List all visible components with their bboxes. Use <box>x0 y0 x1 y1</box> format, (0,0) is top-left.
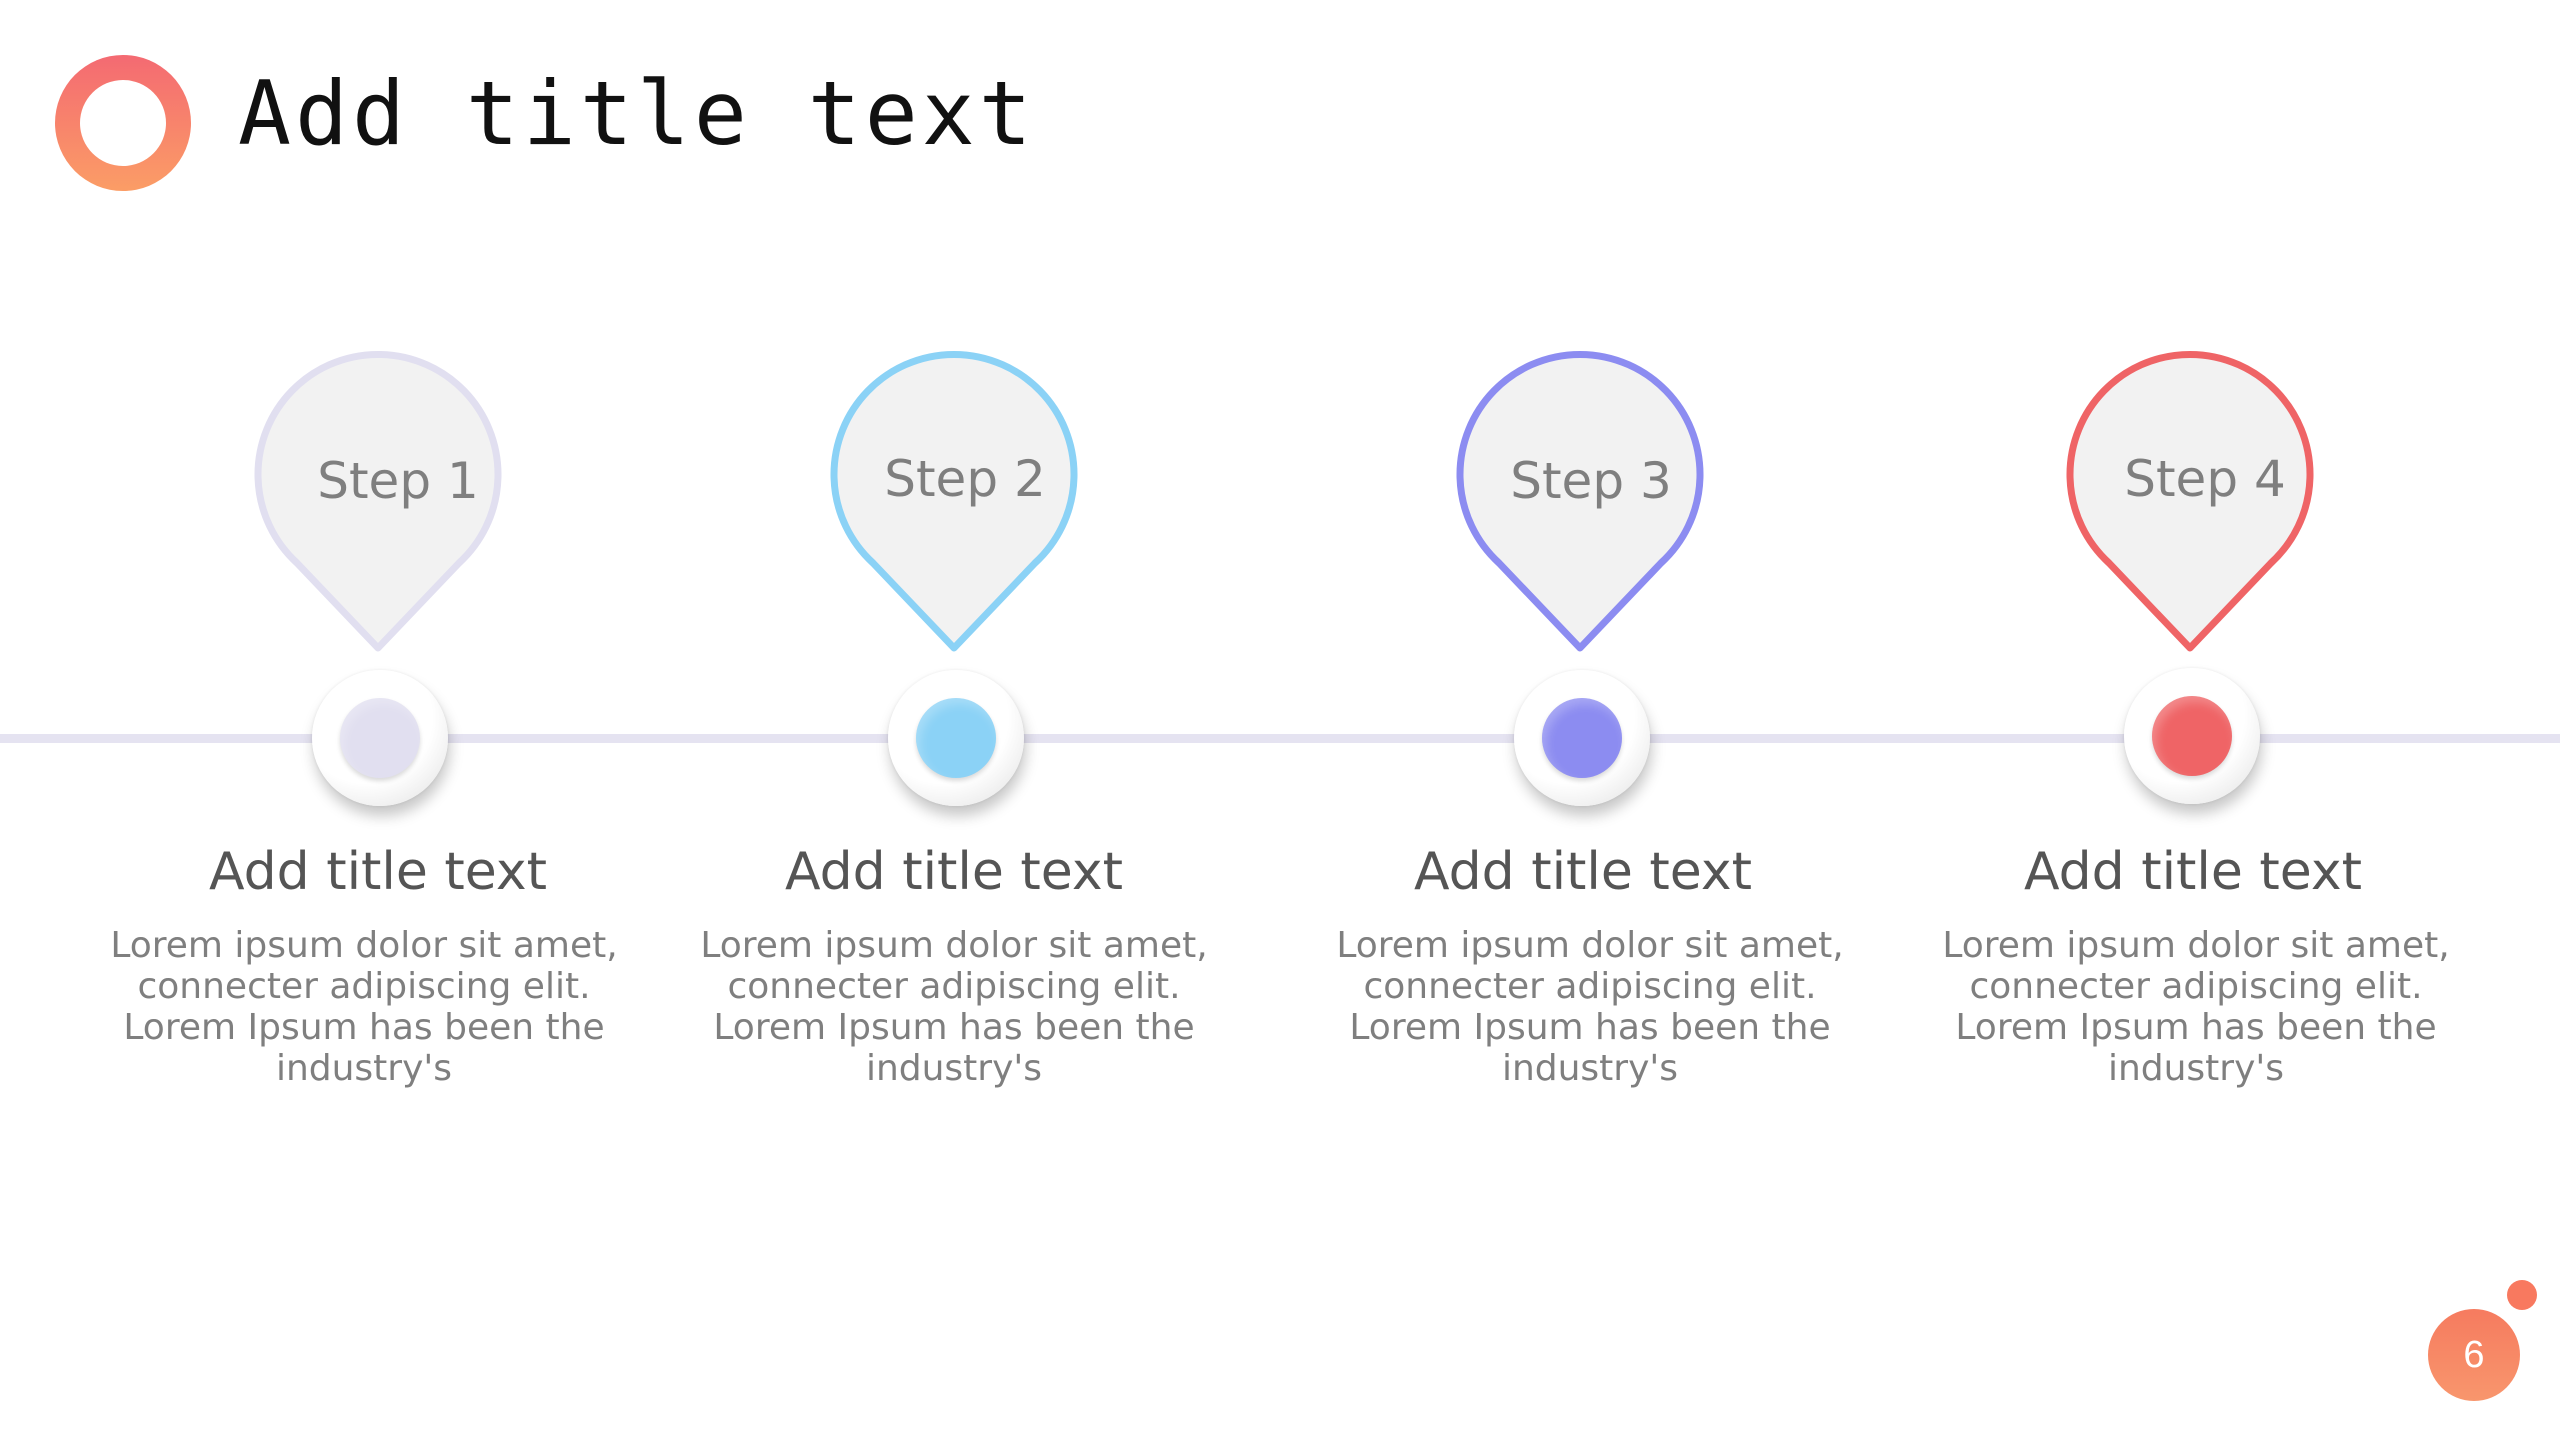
step-4-title[interactable]: Add title text <box>2023 842 2363 902</box>
title-ring-icon <box>55 55 191 191</box>
step-1-dot-icon <box>340 698 420 778</box>
step-2-title[interactable]: Add title text <box>784 842 1124 902</box>
step-3-dot-icon <box>1542 698 1622 778</box>
timeline-line <box>0 734 2560 743</box>
step-2-dot-icon <box>916 698 996 778</box>
step-2-pin-icon[interactable] <box>830 350 1078 652</box>
step-4-pin-icon[interactable] <box>2066 350 2314 652</box>
step-2-description[interactable]: Lorem ipsum dolor sit amet, connecter ad… <box>700 925 1208 1089</box>
step-3-label: Step 3 <box>1510 452 1672 510</box>
step-4-description[interactable]: Lorem ipsum dolor sit amet, connecter ad… <box>1942 925 2450 1089</box>
step-3-pin-icon[interactable] <box>1456 350 1704 652</box>
step-1-description[interactable]: Lorem ipsum dolor sit amet, connecter ad… <box>110 925 618 1089</box>
step-1-title[interactable]: Add title text <box>208 842 548 902</box>
step-4-dot-icon <box>2152 696 2232 776</box>
step-1-pin-icon[interactable] <box>254 350 502 652</box>
step-3-node[interactable] <box>1514 670 1650 806</box>
step-3-description[interactable]: Lorem ipsum dolor sit amet, connecter ad… <box>1336 925 1844 1089</box>
step-4-label: Step 4 <box>2124 450 2286 508</box>
step-1-node[interactable] <box>312 670 448 806</box>
decorative-dot-icon <box>2507 1280 2537 1310</box>
step-3-title[interactable]: Add title text <box>1413 842 1753 902</box>
slide-title[interactable]: Add title text <box>238 62 1036 165</box>
step-4-node[interactable] <box>2124 668 2260 804</box>
page-number-badge: 6 <box>2428 1309 2520 1401</box>
step-1-label: Step 1 <box>317 452 479 510</box>
step-2-node[interactable] <box>888 670 1024 806</box>
step-2-label: Step 2 <box>884 450 1046 508</box>
